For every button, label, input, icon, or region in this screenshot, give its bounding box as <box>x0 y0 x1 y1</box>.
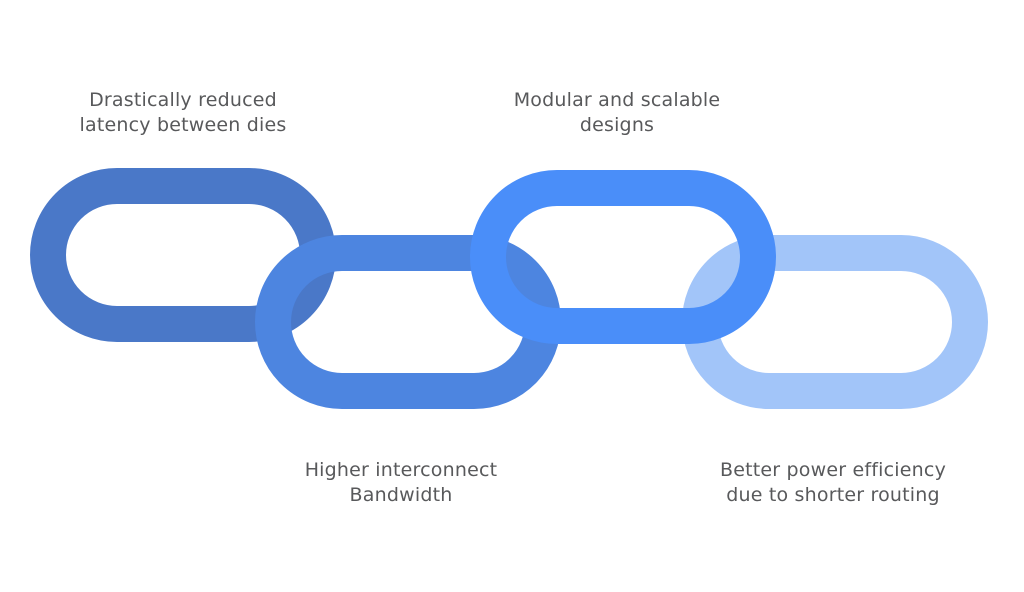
label-line: Better power efficiency <box>719 459 947 481</box>
label-line: designs <box>579 114 655 136</box>
label-line: due to shorter routing <box>726 484 940 506</box>
label-reduced-latency: Drastically reduced latency between dies <box>33 88 333 138</box>
label-line: Higher interconnect <box>304 459 498 481</box>
label-modular-scalable: Modular and scalable designs <box>467 88 767 138</box>
label-power-efficiency: Better power efficiency due to shorter r… <box>683 458 983 508</box>
label-line: Bandwidth <box>349 484 453 506</box>
label-line: Modular and scalable <box>513 89 721 111</box>
label-line: latency between dies <box>79 114 287 136</box>
label-line: Drastically reduced <box>89 89 277 111</box>
label-interconnect-bandwidth: Higher interconnect Bandwidth <box>251 458 551 508</box>
chain-link-modular <box>470 170 776 344</box>
